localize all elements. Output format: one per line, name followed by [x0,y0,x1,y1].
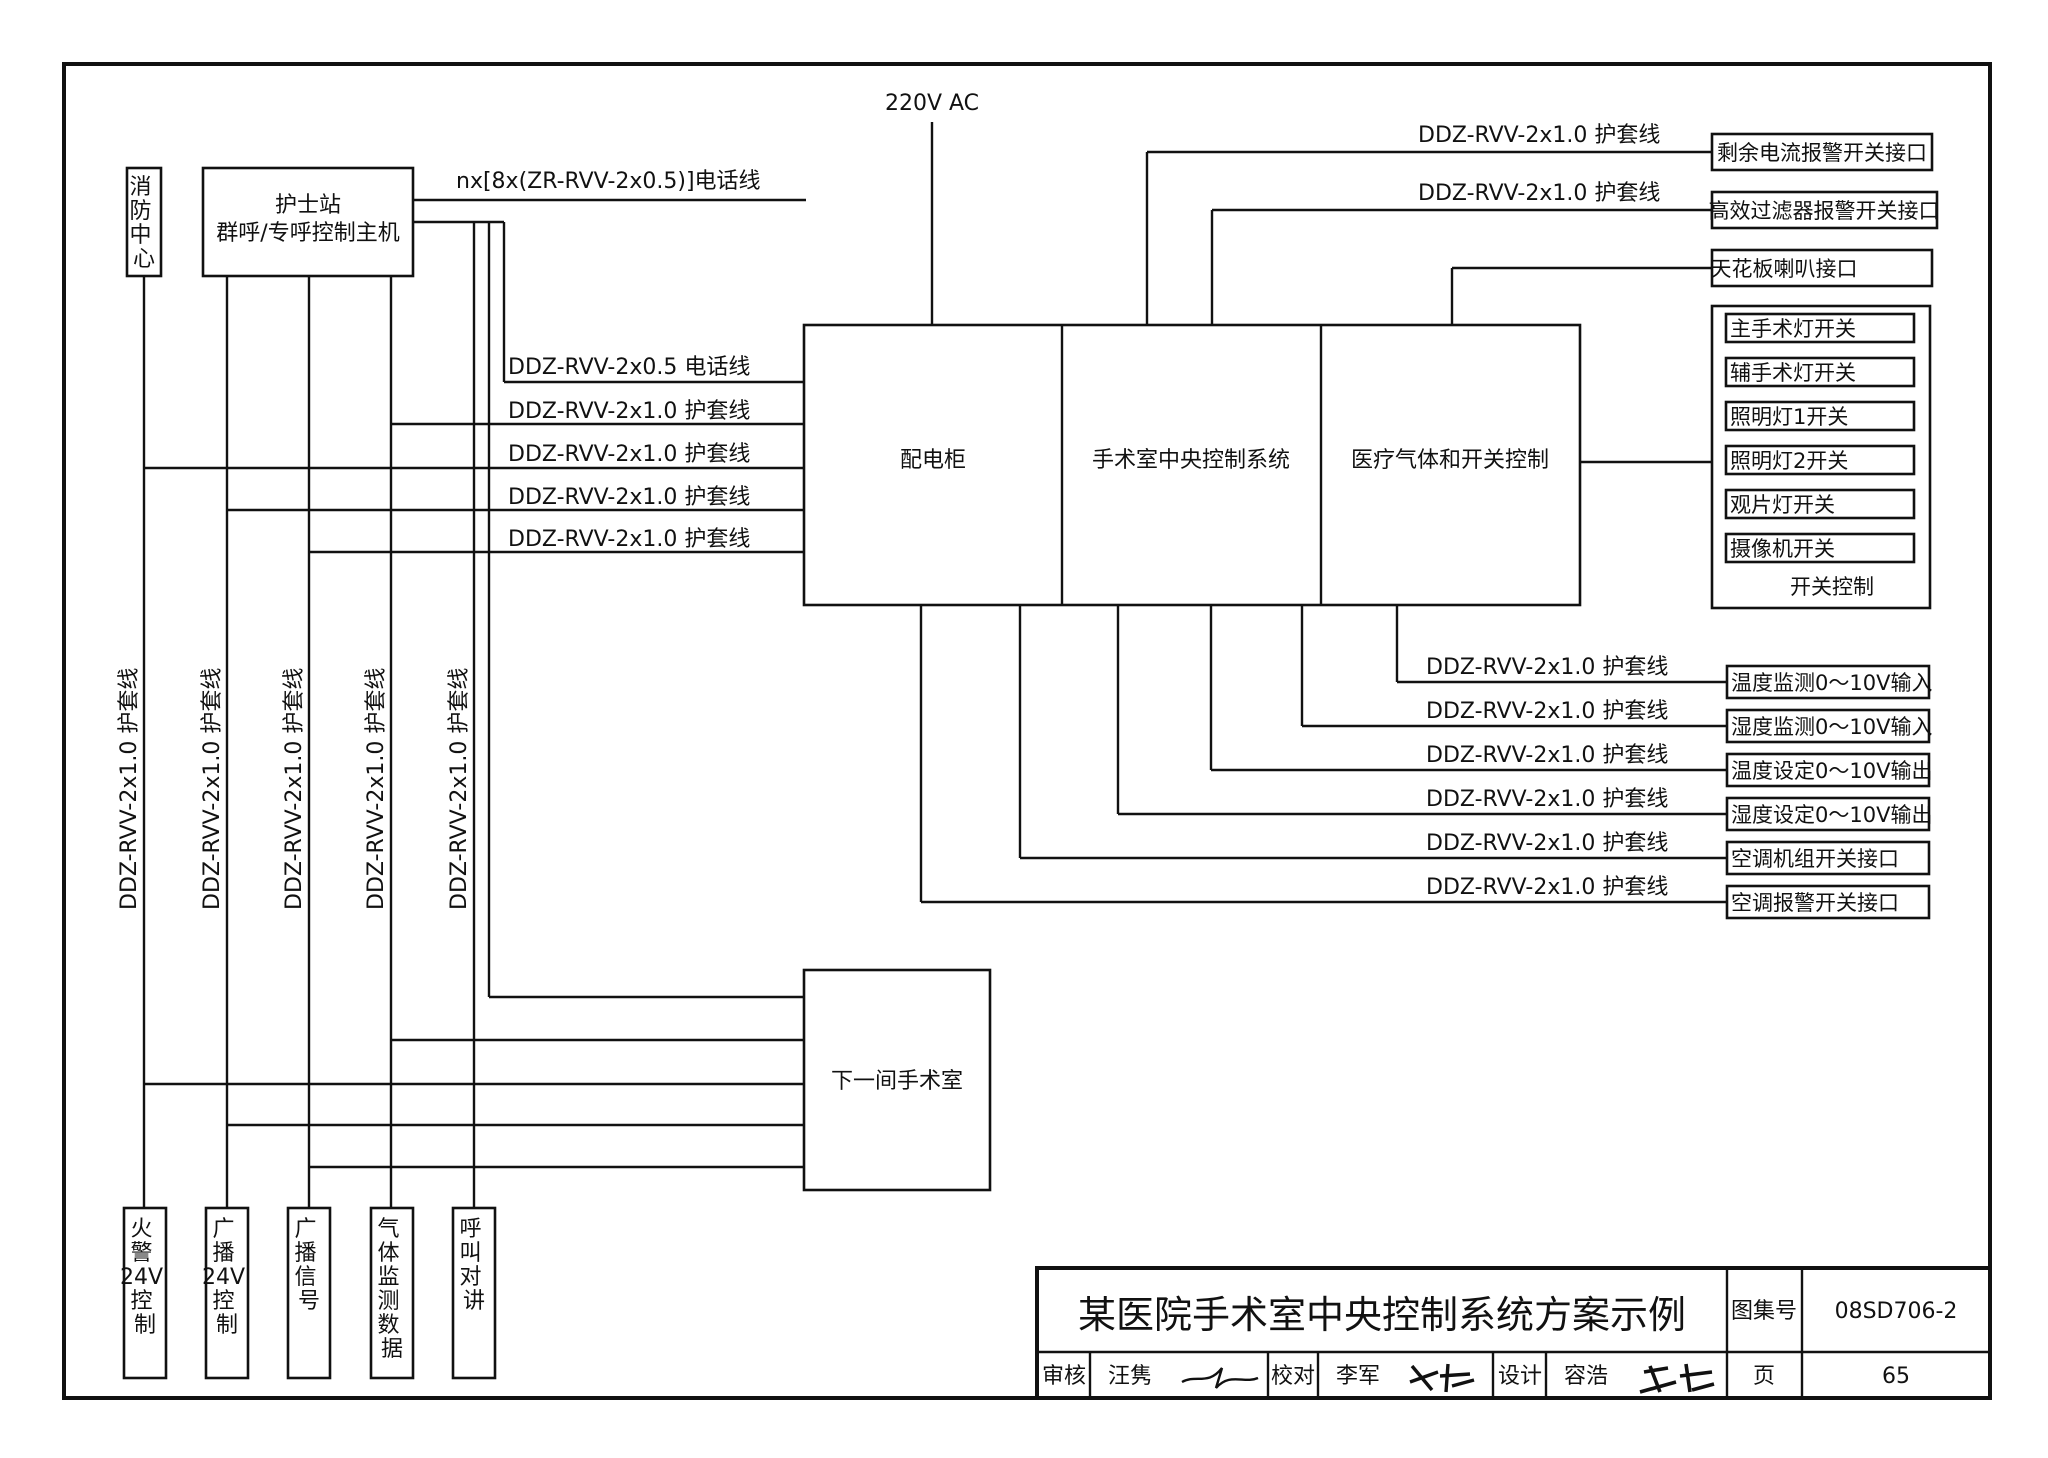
switch-lighting-1-box [1724,400,1916,432]
left-cable-label-5: DDZ-RVV-2x1.0 护套线 [508,527,750,552]
power-label: 220V AC [885,91,979,116]
broadcast-24v-box [204,1206,250,1380]
switch-camera-label: 摄像机开关 [1730,537,1835,561]
switch-film-viewer-box [1724,488,1916,520]
humidity-setpoint-box [1725,796,1931,832]
hepa-filter-cable-label: DDZ-RVV-2x1.0 护套线 [1418,181,1660,206]
ceiling-speaker-box [1710,248,1934,288]
check-label: 校对 [1271,1364,1315,1389]
checker-name: 李军 [1336,1364,1380,1389]
left-cable-label-1: DDZ-RVV-2x0.5 电话线 [508,355,750,380]
hepa-filter-label: 高效过滤器报警开关接口 [1709,199,1940,223]
gas-switch-control-label: 医疗气体和开关控制 [1351,448,1549,473]
vertical-cable-label-4: DDZ-RVV-2x1.0 护套线 [364,668,389,910]
call-intercom-label: 呼 叫 对 讲 [459,1217,488,1314]
reviewer-name: 汪隽 [1108,1364,1152,1389]
left-cable-label-3: DDZ-RVV-2x1.0 护套线 [508,442,750,467]
design-label: 设计 [1498,1364,1542,1389]
fire-center-label: 消 防 中 心 [129,175,158,272]
designer-signature [1639,1363,1715,1394]
ac-unit-switch-cable-label: DDZ-RVV-2x1.0 护套线 [1426,831,1668,856]
drawing-frame [62,62,1992,1400]
switch-lighting-2-label: 照明灯2开关 [1730,449,1848,473]
atlas-label: 图集号 [1731,1299,1797,1324]
main-equipment-block [802,323,1582,607]
humidity-monitor-label: 湿度监测0～10V输入 [1731,715,1932,739]
switch-group-box [1710,304,1932,610]
humidity-setpoint-cable-label: DDZ-RVV-2x1.0 护套线 [1426,787,1668,812]
switch-lighting-2-box [1724,444,1916,476]
reviewer-signature [1181,1367,1259,1389]
distribution-cabinet-label: 配电柜 [900,448,966,473]
designer-name: 容浩 [1564,1364,1608,1389]
hepa-filter-box [1710,190,1939,230]
vertical-cable-label-2: DDZ-RVV-2x1.0 护套线 [200,668,225,910]
phone-bus-label: nx[8x(ZR-RVV-2x0.5)]电话线 [456,169,761,194]
nurse-station-subtitle: 群呼/专呼控制主机 [216,221,399,246]
ac-unit-switch-box [1725,840,1931,876]
humidity-monitor-box [1725,708,1931,744]
temp-setpoint-cable-label: DDZ-RVV-2x1.0 护套线 [1426,743,1668,768]
switch-camera-box [1724,532,1916,564]
residual-current-label: 剩余电流报警开关接口 [1717,141,1927,165]
temp-setpoint-box [1725,752,1931,788]
vertical-cable-label-5: DDZ-RVV-2x1.0 护套线 [447,668,472,910]
temp-monitor-cable-label: DDZ-RVV-2x1.0 护套线 [1426,655,1668,680]
humidity-setpoint-label: 湿度设定0～10V输出 [1731,803,1932,827]
title-block: 某医院手术室中央控制系统方案示例 图集号 08SD706-2 审核 汪隽 校对 … [1035,1266,1992,1400]
switch-group-caption: 开关控制 [1790,575,1874,599]
ac-unit-switch-label: 空调机组开关接口 [1731,847,1899,871]
left-cable-label-2: DDZ-RVV-2x1.0 护套线 [508,399,750,424]
fire-alarm-24v-label: 火 警 24V 控 制 [120,1217,170,1338]
residual-current-box [1710,132,1934,172]
review-label: 审核 [1042,1364,1086,1389]
switch-aux-light-label: 辅手术灯开关 [1730,361,1856,385]
residual-current-cable-label: DDZ-RVV-2x1.0 护套线 [1418,123,1660,148]
broadcast-signal-box [286,1206,332,1380]
switch-main-light-label: 主手术灯开关 [1730,317,1856,341]
vertical-cable-label-3: DDZ-RVV-2x1.0 护套线 [282,668,307,910]
gas-monitor-data-label: 气 体 监 测 数 据 [377,1217,406,1362]
title-block-frame [1035,1266,1992,1400]
switch-aux-light-box [1724,356,1916,388]
ac-alarm-switch-label: 空调报警开关接口 [1731,891,1899,915]
next-room-box [802,968,992,1192]
next-room-label: 下一间手术室 [831,1069,963,1094]
gas-monitor-data-box [369,1206,415,1380]
switch-film-viewer-label: 观片灯开关 [1730,493,1835,517]
temp-setpoint-label: 温度设定0～10V输出 [1731,759,1932,783]
drawing-title: 某医院手术室中央控制系统方案示例 [1078,1293,1686,1337]
fire-alarm-24v-box [122,1206,168,1380]
atlas-number: 08SD706-2 [1835,1299,1958,1324]
switch-lighting-1-label: 照明灯1开关 [1730,405,1848,429]
switch-main-light-box [1724,312,1916,344]
temp-monitor-label: 温度监测0～10V输入 [1731,671,1932,695]
temp-monitor-box [1725,664,1931,700]
left-cable-label-4: DDZ-RVV-2x1.0 护套线 [508,485,750,510]
broadcast-24v-label: 广 播 24V 控 制 [202,1217,252,1338]
ac-alarm-switch-cable-label: DDZ-RVV-2x1.0 护套线 [1426,875,1668,900]
vertical-cable-label-1: DDZ-RVV-2x1.0 护套线 [117,668,142,910]
nurse-station-title: 护士站 [275,193,341,218]
ceiling-speaker-label: 天花板喇叭接口 [1711,257,1858,281]
central-control-label: 手术室中央控制系统 [1092,448,1290,473]
broadcast-signal-label: 广 播 信 号 [294,1217,323,1314]
page-label: 页 [1753,1364,1775,1389]
humidity-monitor-cable-label: DDZ-RVV-2x1.0 护套线 [1426,699,1668,724]
call-intercom-box [451,1206,497,1380]
page-number: 65 [1882,1364,1910,1389]
checker-signature [1409,1363,1475,1393]
ac-alarm-switch-box [1725,884,1931,920]
